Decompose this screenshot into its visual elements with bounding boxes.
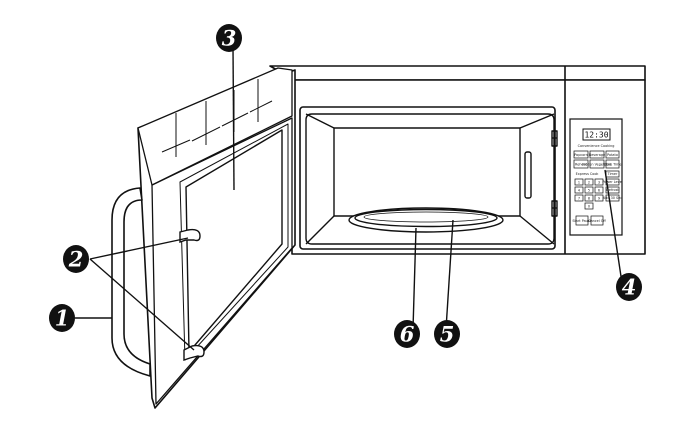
keypad-5-button[interactable] <box>584 186 594 194</box>
door <box>137 67 296 409</box>
timer-label: Timer <box>607 172 618 176</box>
express-cook-label: Express Cook <box>576 172 599 176</box>
frozen-vegetable-button[interactable] <box>589 159 605 169</box>
popcorn-button[interactable] <box>573 150 589 159</box>
add-30-sec-label: Add 30 Sec <box>603 196 622 200</box>
keypad-4-button[interactable] <box>574 186 584 194</box>
callout-1: 1 <box>49 304 75 332</box>
key-2-label: 2 <box>588 181 590 185</box>
control-panel: 12:30 Convenience Cooking Popcorn Bevera… <box>569 118 623 236</box>
cook-time-label: Cook Time <box>604 163 622 167</box>
cancel-off-button[interactable] <box>590 215 604 226</box>
key-9-label: 9 <box>598 197 600 201</box>
key-8-label: 8 <box>588 197 590 201</box>
callout-1-label: 1 <box>55 306 70 331</box>
keypad-8-button[interactable] <box>584 194 594 202</box>
key-4-label: 4 <box>578 189 580 193</box>
callout-3-label: 3 <box>222 26 237 51</box>
key-6-label: 6 <box>598 189 600 193</box>
oven-cavity <box>305 113 558 245</box>
callout-5: 5 <box>434 320 460 348</box>
frozen-vegetable-label: Frozen Vegetable <box>582 163 611 167</box>
key-1-label: 1 <box>578 181 580 185</box>
panel-header: Convenience Cooking <box>578 144 615 148</box>
door-handle <box>111 187 151 377</box>
potato-button[interactable] <box>605 150 620 159</box>
start-pause-label: Start Pause <box>572 219 591 223</box>
cook-time-button[interactable] <box>605 159 620 169</box>
callout-2-label: 2 <box>68 247 84 272</box>
cancel-off-label: Cancel Off <box>588 219 606 223</box>
defrost-button[interactable] <box>605 186 620 194</box>
callout-6: 6 <box>394 320 420 348</box>
power-level-label: Power Level <box>602 180 622 184</box>
reheat-button[interactable] <box>573 159 589 169</box>
beverage-label: Beverage <box>589 153 605 157</box>
callout-4-label: 4 <box>622 275 637 300</box>
key-0-label: 0 <box>588 205 590 209</box>
start-pause-button[interactable] <box>575 215 589 226</box>
power-level-button[interactable] <box>605 178 620 186</box>
callout-6-label: 6 <box>400 322 415 347</box>
beverage-button[interactable] <box>589 150 605 159</box>
upper-latch <box>179 228 201 243</box>
display-readout: 12:30 <box>584 131 608 140</box>
keypad-3-button[interactable] <box>594 178 604 186</box>
door-latches <box>179 228 205 361</box>
key-7-label: 7 <box>578 197 580 201</box>
popcorn-label: Popcorn <box>574 153 588 157</box>
key-5-label: 5 <box>588 189 590 193</box>
leader-lines <box>75 46 623 351</box>
key-3-label: 3 <box>598 181 600 185</box>
callout-2: 2 <box>63 245 89 273</box>
keypad-1-button[interactable] <box>574 178 584 186</box>
callout-5-label: 5 <box>440 322 455 347</box>
keypad-7-button[interactable] <box>574 194 584 202</box>
keypad-2-button[interactable] <box>584 178 594 186</box>
keypad-6-button[interactable] <box>594 186 604 194</box>
keypad-9-button[interactable] <box>594 194 604 202</box>
reheat-label: Reheat <box>575 163 588 167</box>
defrost-label: Defrost <box>606 188 619 192</box>
callout-3: 3 <box>216 24 242 52</box>
potato-label: Potato <box>607 153 618 157</box>
add-30-sec-button[interactable] <box>605 194 620 202</box>
turntable <box>348 207 504 233</box>
lower-latch <box>183 344 205 361</box>
keypad-0-button[interactable] <box>584 202 594 210</box>
callout-4: 4 <box>616 273 642 301</box>
display-window <box>582 128 611 141</box>
